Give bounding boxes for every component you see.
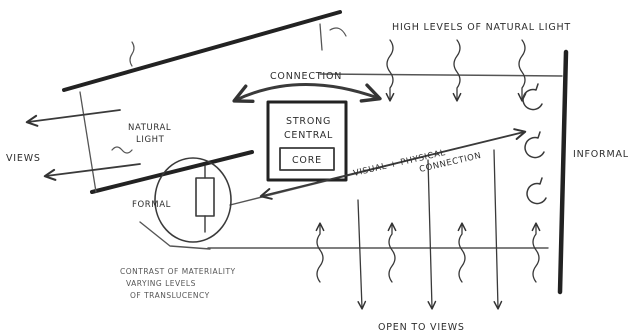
visual-physical-double-arrow — [259, 128, 527, 200]
light-arrow — [457, 222, 467, 283]
views-label: VIEWS — [6, 153, 41, 164]
natural-light-squiggle — [111, 146, 133, 154]
strong-central-label-1: STRONG — [286, 116, 331, 127]
high-light-label: HIGH LEVELS OF NATURAL LIGHT — [392, 22, 571, 33]
roof-light-squiggle — [329, 27, 347, 37]
formal-zone — [154, 157, 232, 243]
contrast-note-1: CONTRAST OF MATERIALITY — [120, 267, 236, 276]
strong-central-label-2: CENTRAL — [284, 130, 333, 141]
open-to-views-label: OPEN TO VIEWS — [378, 322, 465, 333]
left-bottom-wall-line — [139, 221, 211, 250]
spiral-icon — [524, 131, 545, 159]
core-label: CORE — [292, 155, 322, 166]
connection-arc — [232, 83, 382, 104]
views-arrow-upper — [25, 109, 121, 127]
views-arrow-lower — [43, 163, 141, 181]
light-arrow — [452, 39, 462, 102]
light-arrow — [517, 39, 527, 102]
spiral-icon — [526, 177, 547, 205]
building-outline — [62, 10, 569, 295]
roof-post-line — [319, 23, 323, 51]
natural-light-label-1: NATURAL — [128, 123, 171, 133]
light-arrow — [387, 222, 397, 283]
connection-arc-arrow — [232, 83, 382, 104]
contrast-note-3: OF TRANSLUCENCY — [130, 291, 210, 300]
informal-label: INFORMAL — [573, 149, 629, 160]
top-wall-line — [319, 73, 563, 77]
spiral-icon — [522, 83, 543, 111]
down-arrow — [357, 199, 367, 310]
light-arrow — [531, 222, 541, 283]
light-arrow — [385, 39, 395, 102]
light-squiggles — [111, 27, 541, 283]
formal-rect — [195, 177, 215, 217]
right-wall-line — [557, 49, 569, 295]
light-arrow — [315, 222, 325, 283]
down-arrow — [493, 149, 503, 310]
connection-label: CONNECTION — [270, 71, 342, 82]
lower-diagonal-wall — [90, 150, 254, 194]
informal-spirals — [522, 83, 547, 205]
left-vertical-line — [79, 91, 97, 193]
view-arrows — [25, 109, 141, 181]
down-arrow — [427, 159, 437, 310]
open-view-arrows — [357, 149, 503, 310]
central-core — [266, 100, 348, 182]
formal-label: FORMAL — [132, 200, 171, 210]
visual-physical-arrow — [259, 128, 527, 200]
natural-light-label-2: LIGHT — [136, 135, 165, 145]
contrast-note-2: VARYING LEVELS — [126, 279, 196, 288]
roof-edge-line — [62, 10, 342, 92]
formal-circle — [154, 157, 232, 243]
roof-light-squiggle — [129, 41, 135, 67]
